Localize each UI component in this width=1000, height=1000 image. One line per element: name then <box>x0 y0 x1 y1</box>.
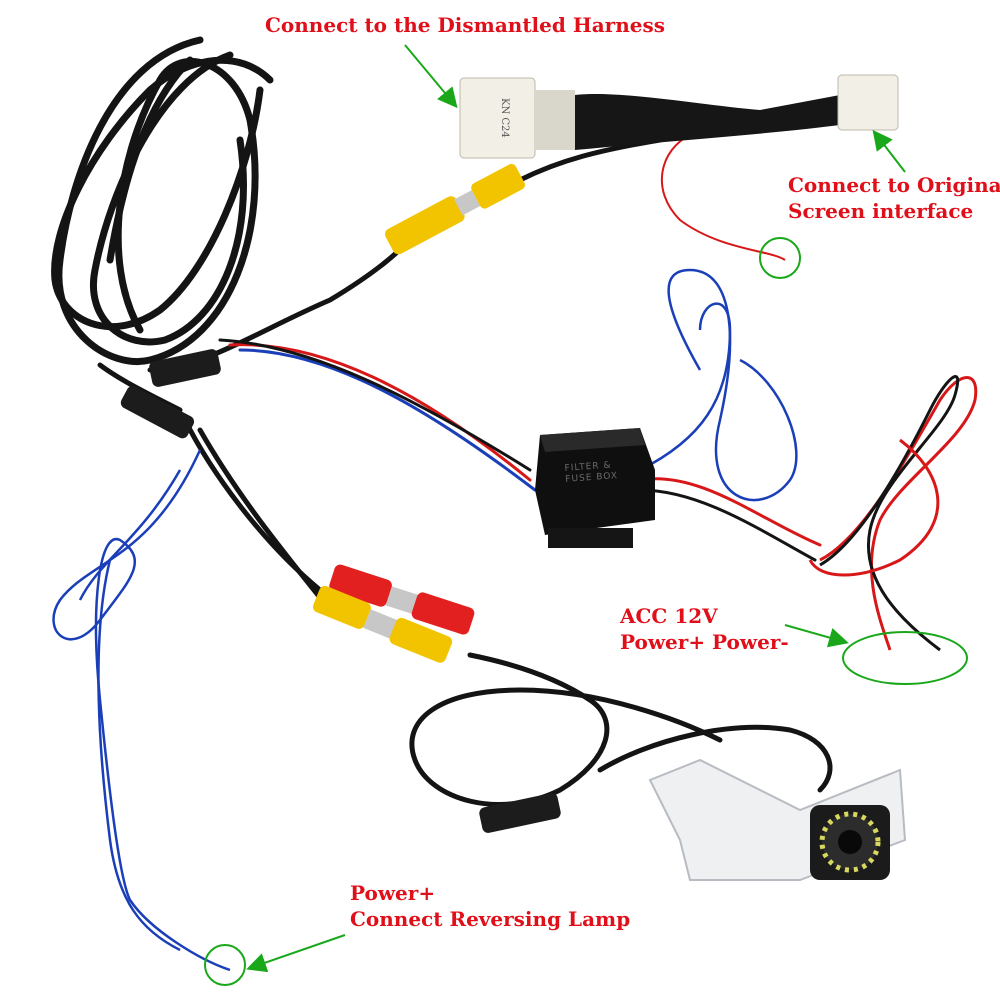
callout-lamp-line1: Power+ <box>350 881 436 905</box>
cable-to-lower-rcas-2 <box>197 427 333 613</box>
callout-lamp-line2: Connect Reversing Lamp <box>350 907 631 931</box>
harness-code-label: KN C24 <box>499 98 510 138</box>
callout-dismantled-harness: Connect to the Dismantled Harness <box>265 13 665 37</box>
callout-original-screen-line1: Connect to Original <box>788 173 1000 197</box>
marker-circle-screen <box>759 237 801 279</box>
red-rca-connector <box>329 564 475 635</box>
yellow-rca-connector-top <box>385 163 525 255</box>
fuse-box-label: FILTER & FUSE BOX <box>564 460 618 486</box>
inline-module <box>149 349 221 387</box>
cable-rca-to-camera <box>409 652 723 807</box>
blue-wire-upper-loop <box>667 268 798 502</box>
arrow-screen <box>872 129 906 173</box>
cable-to-lower-rcas <box>182 417 323 593</box>
callout-acc-line2: Power+ Power- <box>620 630 789 654</box>
marker-circle-lamp <box>204 944 246 986</box>
coiled-black-cable <box>51 36 274 365</box>
marker-circle-acc <box>842 631 968 685</box>
arrow-harness <box>404 44 458 109</box>
callout-original-screen: Connect to Original Screen interface <box>788 172 1000 224</box>
callout-acc-power: ACC 12V Power+ Power- <box>620 603 789 655</box>
dismantled-harness-connector <box>459 74 899 159</box>
camera-inline-module <box>479 793 561 833</box>
callout-original-screen-line2: Screen interface <box>788 199 974 223</box>
callout-acc-line1: ACC 12V <box>620 604 718 628</box>
blue-wire-lower-loop <box>52 449 231 972</box>
filter-fuse-box <box>535 428 655 548</box>
arrow-lamp <box>246 934 346 973</box>
callout-reversing-lamp: Power+ Connect Reversing Lamp <box>350 880 630 932</box>
camera-cable-loop <box>597 724 833 793</box>
arrow-acc <box>784 624 849 648</box>
yellow-rca-connector-bottom <box>313 585 453 663</box>
inline-module-2 <box>120 386 195 439</box>
red-signal-wire <box>661 134 786 261</box>
reversing-camera <box>648 758 907 881</box>
